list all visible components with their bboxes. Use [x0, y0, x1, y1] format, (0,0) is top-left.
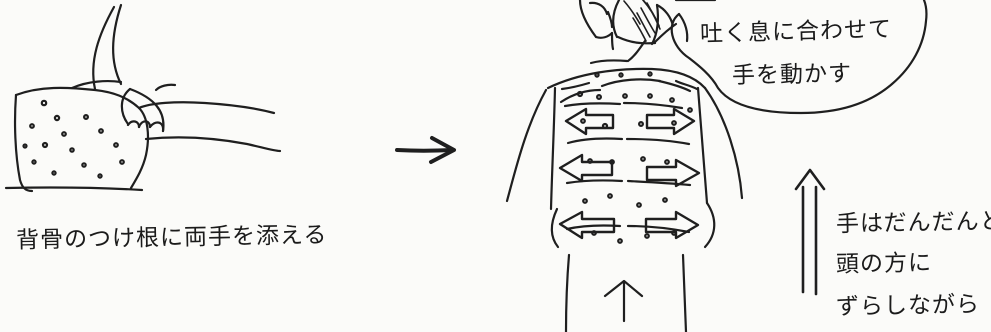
speech-bubble-line-1: 吐く息に合わせて: [700, 9, 893, 48]
right-caption-line-3: ずらしながら: [836, 285, 981, 322]
upward-arrow-icon: [796, 170, 824, 294]
torso-speckles: [578, 72, 692, 242]
back-base-drawing: [6, 5, 280, 191]
transition-arrow-icon: [397, 138, 454, 162]
left-caption: 背骨のつけ根に両手を添える: [16, 215, 328, 254]
back-speckles: [24, 101, 124, 178]
right-caption-line-2: 頭の方に: [836, 243, 933, 279]
right-caption-line-1: 手はだんだんと: [836, 202, 991, 239]
person-head-drawing: [580, 0, 673, 63]
torso-arrows: [560, 109, 699, 238]
person-body-drawing: [507, 69, 742, 332]
speech-bubble-line-2: 手を動かす: [732, 54, 853, 90]
